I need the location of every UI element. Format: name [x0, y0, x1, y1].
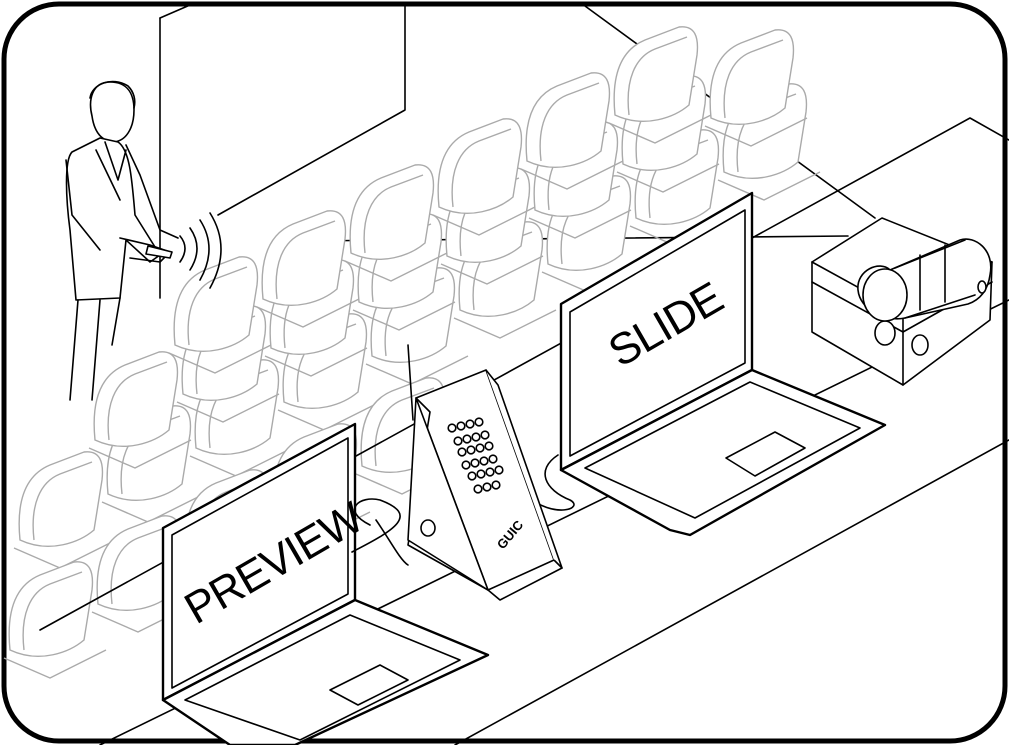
seat-cushion — [453, 309, 557, 339]
seat-cushion — [344, 252, 448, 282]
seat-back — [8, 561, 94, 657]
wireless-signal-icon — [179, 212, 222, 289]
speaker-hole — [473, 484, 483, 494]
seat-cushion — [520, 160, 624, 190]
seat-cushion — [528, 209, 632, 239]
seat-cushion — [440, 255, 544, 285]
seat-cushion — [176, 393, 280, 423]
seat-cushion — [352, 301, 456, 331]
laptop-preview: PREVIEW — [161, 422, 490, 745]
seat-edge — [723, 39, 784, 119]
seat-cushion — [704, 117, 808, 147]
speaker-hole — [482, 482, 492, 492]
speaker-hole — [462, 434, 472, 444]
seat-edge — [22, 571, 83, 651]
speaker-hole — [453, 436, 463, 446]
presenter-figure — [65, 80, 179, 401]
seat-edge — [627, 36, 688, 116]
seat-back — [437, 118, 523, 214]
speaker-hole — [457, 447, 467, 457]
speaker-hole — [467, 471, 477, 481]
speaker-hole — [485, 467, 495, 477]
seat-back — [93, 351, 179, 447]
speaker-hole — [466, 445, 476, 455]
speaker-hole — [471, 432, 481, 442]
speaker-hole — [456, 421, 466, 431]
seat-edge — [374, 387, 435, 467]
speaker-hole — [474, 417, 484, 427]
seat-edge — [451, 128, 512, 208]
speaker-hole — [480, 430, 490, 440]
seat-back — [525, 72, 611, 168]
seat-cushion — [3, 649, 107, 679]
auditorium-seats — [3, 26, 821, 679]
seat-back — [18, 451, 104, 547]
speaker-hole — [447, 423, 457, 433]
speaker-hole — [465, 419, 475, 429]
seat-cushion — [88, 439, 192, 469]
seat-edge — [539, 82, 600, 162]
seat-edge — [363, 174, 424, 254]
speaker-hole — [491, 480, 501, 490]
speaker-hole — [494, 465, 504, 475]
seat-back — [261, 210, 347, 306]
seat-cushion — [616, 163, 720, 193]
laptop-slide: SLIDE — [559, 191, 887, 537]
seat-cushion — [264, 347, 368, 377]
projector — [811, 217, 993, 386]
seat-edge — [107, 361, 168, 441]
seat-edge — [275, 220, 336, 300]
seat-edge — [32, 461, 93, 541]
cables — [351, 454, 575, 566]
speaker-hole — [461, 460, 471, 470]
speaker-grille — [447, 417, 504, 494]
speaker-hole — [484, 441, 494, 451]
seat-back — [709, 29, 795, 125]
speaker-hole — [488, 454, 498, 464]
seat-back — [349, 164, 435, 260]
speaker-hole — [470, 458, 480, 468]
seat-cushion — [432, 206, 536, 236]
seat-back — [173, 256, 259, 352]
seat-cushion — [717, 171, 821, 201]
seat-cushion — [168, 344, 272, 374]
seat-cushion — [608, 114, 712, 144]
speaker-hole — [476, 469, 486, 479]
seat-back — [613, 26, 699, 122]
receiver-unit: GUIC — [407, 344, 563, 601]
seat-cushion — [256, 298, 360, 328]
speaker-hole — [475, 443, 485, 453]
speaker-hole — [479, 456, 489, 466]
seat-edge — [110, 525, 171, 605]
